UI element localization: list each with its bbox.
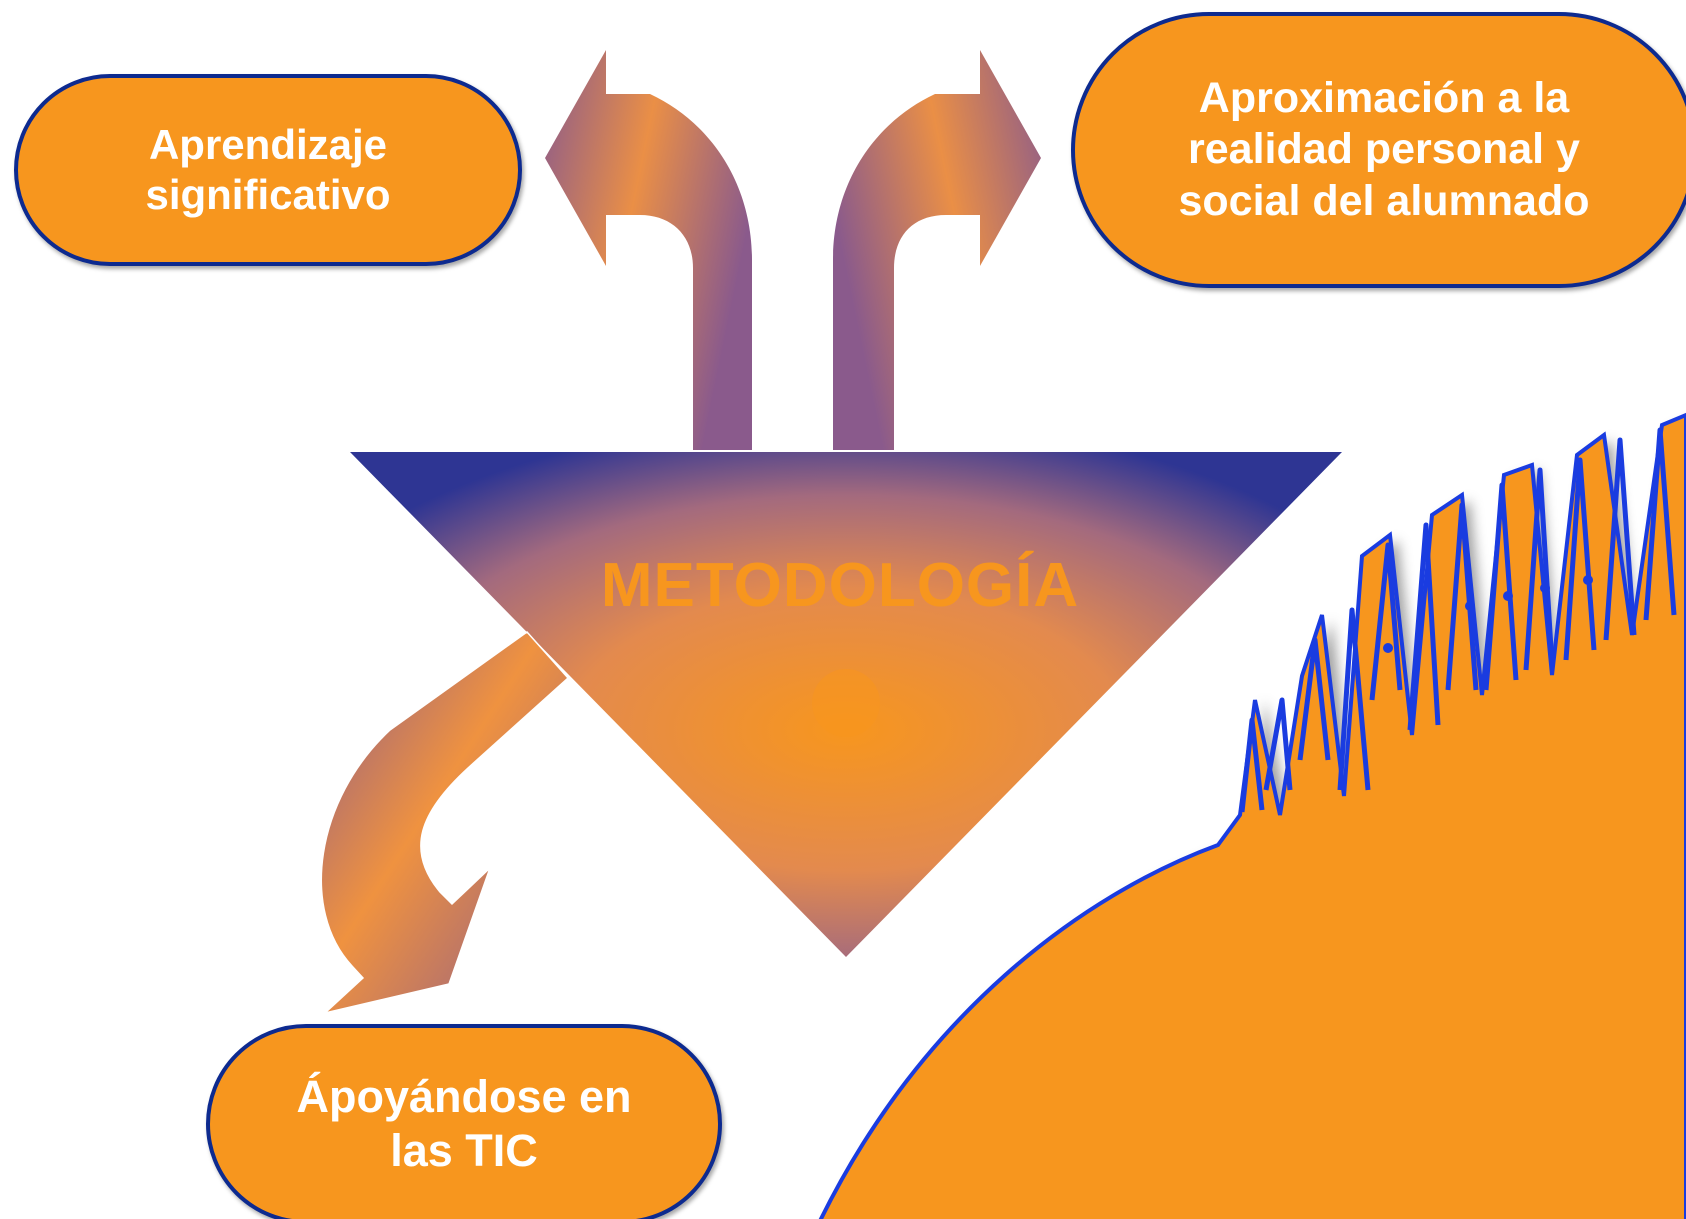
center-title: METODOLOGÍA: [600, 551, 1080, 620]
box-aproximacion-label: Aproximación a la realidad personal y so…: [1178, 73, 1590, 225]
arrow-up-right: [833, 50, 1041, 450]
wavy-stripes-icon: [1239, 427, 1677, 813]
box-tic: Ápoyándose en las TIC: [206, 1024, 722, 1219]
box-tic-label: Ápoyándose en las TIC: [296, 1071, 632, 1176]
funnel-center-mark: [812, 669, 880, 737]
stripe-dots-icon: [1383, 575, 1593, 653]
box-aproximacion: Aproximación a la realidad personal y so…: [1071, 12, 1686, 288]
box-aprendizaje: Aprendizaje significativo: [14, 74, 522, 266]
arrow-up-left: [545, 50, 752, 450]
box-aprendizaje-label: Aprendizaje significativo: [145, 120, 391, 218]
arrow-down-left: [320, 630, 570, 1015]
